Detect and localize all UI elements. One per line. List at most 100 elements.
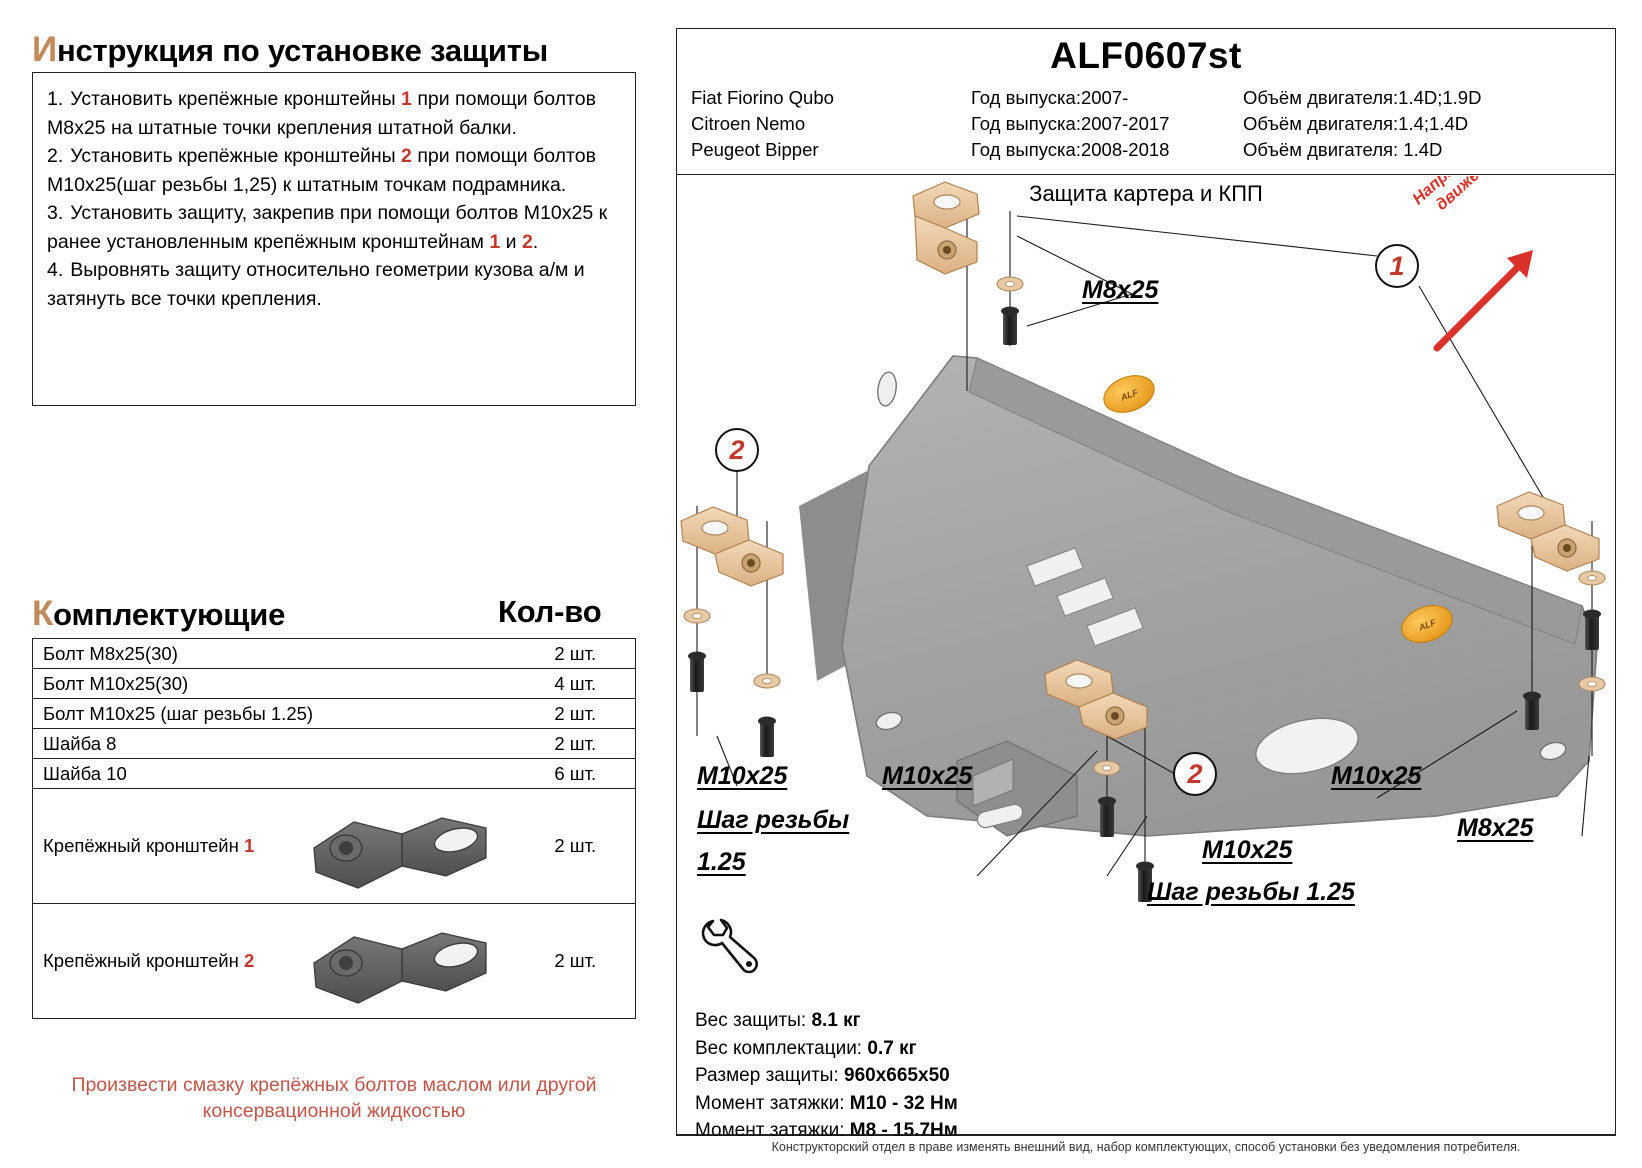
part-code: ALF0607st	[1050, 35, 1242, 76]
label-pitch-left-line1: Шаг резьбы	[697, 806, 850, 834]
quantity-title: Кол-во	[498, 594, 602, 629]
spec-line-3: Момент затяжки: М10 - 32 Нм	[695, 1090, 958, 1118]
component-quantity: 4 шт.	[515, 668, 636, 699]
components-title-dropcap: К	[32, 594, 54, 633]
callout-1: 1	[1375, 244, 1419, 288]
component-name: Шайба 10	[32, 758, 516, 789]
instruction-text: при помощи болтов М8х25 на штатные точки…	[47, 88, 596, 139]
spec-line-4: Момент затяжки: М8 - 15.7Нм	[695, 1117, 958, 1145]
instruction-number: 3.	[47, 202, 64, 224]
component-name: Болт М10х25(30)	[32, 668, 516, 699]
label-m8x25-top: M8x25	[1082, 276, 1159, 304]
component-quantity: 2 шт.	[515, 638, 636, 669]
instruction-text: .	[532, 230, 539, 253]
label-m10x25-left: M10x25	[697, 762, 788, 790]
callout-2-bottom: 2	[1173, 752, 1217, 796]
component-name: Болт М8х25(30)	[32, 638, 516, 669]
vehicle-year: Год выпуска:2008-2018	[971, 139, 1170, 160]
vehicle-model: Citroen Nemo	[691, 113, 806, 134]
component-row: Болт М8х25(30)2 шт.	[32, 638, 636, 669]
instruction-text: Выровнять защиту относительно геометрии …	[47, 259, 585, 310]
instruction-item-3: 3.Установить защиту, закрепив при помощи…	[47, 199, 621, 256]
spec-line-2: Размер защиты: 960x665x50	[695, 1062, 958, 1090]
label-pitch-bottom: Шаг резьбы 1.25	[1147, 878, 1355, 906]
component-quantity: 2 шт.	[515, 788, 636, 904]
vehicle-row: Peugeot Bipper Год выпуска:2008-2018 Объём…	[691, 139, 1481, 165]
spec-value: 8.1 кг	[811, 1010, 861, 1031]
bracket-ref: 1	[401, 88, 412, 110]
components-title-text: омплектующие	[53, 597, 286, 632]
vehicle-eng: Объём двигателя: 1.4D	[1243, 139, 1443, 160]
instruction-item-2: 2. Установить крепёжные кронштейны 2 при …	[47, 142, 621, 199]
skid-plate: ALF ALF	[799, 355, 1598, 837]
instruction-list: 1. Установить крепёжные кронштейны 1 при …	[33, 73, 635, 313]
instruction-text: Установить защиту, закрепив при помощи б…	[47, 202, 608, 253]
spec-label: Момент затяжки:	[695, 1120, 850, 1141]
spec-value: 960x665x50	[844, 1065, 950, 1086]
instruction-item-1: 1.Установить крепёжные кронштейны 1 при …	[47, 85, 621, 142]
components-table: Болт М8х25(30)2 шт.Болт М10х25(30)4 шт.Б…	[32, 638, 636, 1019]
instruction-number: 2.	[47, 145, 64, 167]
component-quantity: 2 шт.	[554, 950, 597, 971]
instruction-item-4: 4.Выровнять защиту относительно геометри…	[47, 256, 621, 313]
bracket-ref: 1	[244, 835, 255, 856]
component-quantity: 2 шт.	[515, 698, 636, 729]
spec-label: Размер защиты:	[695, 1065, 845, 1086]
vehicle-year: Год выпуска:2007-2017	[971, 113, 1170, 134]
bracket-2-left	[680, 506, 784, 587]
label-m10x25-center: M10x25	[882, 762, 973, 790]
washer-bolt-top	[996, 276, 1024, 345]
bracket-ref: 2	[244, 950, 255, 971]
component-label: Крепёжный кронштейн	[43, 950, 244, 971]
lubrication-note: Произвести смазку крепёжных болтов масло…	[71, 1074, 597, 1122]
spec-value: М10 - 32 Нм	[849, 1092, 958, 1114]
vehicle-model: Fiat Fiorino Qubo	[691, 87, 834, 108]
component-name: Крепёжный кронштейн 1	[32, 788, 516, 904]
exploded-diagram: ALF	[677, 176, 1613, 1006]
instruction-text: Установить крепёжные кронштейны	[70, 145, 402, 167]
left-panel: Инструкция по установке защиты 1.Установ…	[0, 0, 676, 1168]
instruction-text: при помощи болтов М10х25(шаг резьбы 1,25…	[47, 145, 596, 196]
instruction-number: 1.	[47, 88, 64, 110]
disclaimer-text: Конструкторский отдел в праве изменять в…	[771, 1140, 1521, 1154]
spec-label: Вес защиты:	[695, 1010, 812, 1031]
washer-bolt-left	[683, 608, 781, 757]
vehicle-compat-table: Fiat Fiorino Qubo Год выпуска:2007- Объём …	[691, 87, 1481, 165]
vehicle-model: Peugeot Bipper	[691, 139, 819, 160]
bracket-ref: 1	[489, 230, 501, 253]
bracket-illustration-1	[312, 817, 487, 889]
footer-divider	[677, 1134, 1615, 1135]
vehicle-eng: Объём двигателя:1.4;1.4D	[1243, 113, 1469, 134]
component-row: Болт М10х25(30)4 шт.	[32, 668, 636, 699]
spec-line-0: Вес защиты: 8.1 кг	[695, 1007, 958, 1035]
components-title: Комплектующие	[32, 594, 285, 634]
label-pitch-left-line2: 1.25	[697, 848, 746, 876]
label-m10x25-bottom: M10x25	[1202, 836, 1293, 864]
label-m10x25-right: M10x25	[1331, 762, 1422, 790]
component-quantity: 2 шт.	[515, 728, 636, 759]
washer-bolt-right	[1523, 570, 1606, 730]
instruction-title: Инструкция по установке защиты	[32, 30, 548, 70]
direction-arrow	[1433, 250, 1533, 352]
callout-2-left: 2	[715, 428, 759, 472]
component-row: Болт М10х25 (шаг резьбы 1.25)2 шт.	[32, 698, 636, 729]
spec-value: М8 - 15.7Нм	[849, 1120, 958, 1141]
bracket-2-bottom	[1044, 659, 1154, 902]
instruction-title-dropcap: И	[32, 30, 57, 69]
instruction-box: 1. Установить крепёжные кронштейны 1 при …	[32, 72, 636, 406]
spec-line-1: Вес комплектации: 0.7 кг	[695, 1035, 958, 1063]
spec-label: Момент затяжки:	[695, 1092, 850, 1114]
vehicle-year: Год выпуска:2007-	[971, 87, 1129, 108]
diagram-graphics: ALF	[680, 181, 1606, 902]
wrench-icon	[701, 918, 759, 974]
label-m8x25-right: M8x25	[1457, 814, 1534, 842]
bracket-ref: 2	[401, 145, 412, 167]
spec-label: Вес комплектации:	[695, 1037, 868, 1059]
spec-value: 0.7 кг	[867, 1037, 917, 1059]
